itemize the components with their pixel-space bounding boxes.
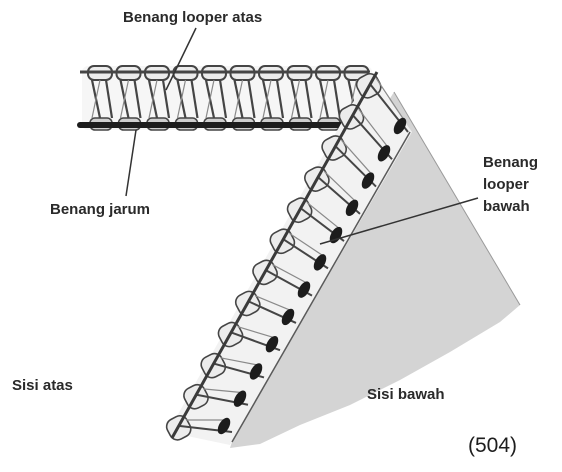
diagonal-stitch-band <box>165 71 412 445</box>
leader-lower-looper <box>319 197 479 245</box>
looper-thread-segment <box>218 79 228 119</box>
label-lower-looper-line2: looper <box>483 176 529 193</box>
lower-looper-mark <box>361 172 375 189</box>
lower-looper-mark <box>297 281 311 298</box>
looper-thread-segment <box>332 79 342 119</box>
looper-thread-segment <box>161 79 171 119</box>
lower-looper-mark <box>265 335 279 353</box>
diagonal-outer-edge <box>231 131 411 443</box>
lower-looper-mark <box>313 254 327 271</box>
looper-thread-segment <box>148 79 158 119</box>
label-lower-looper-line3: bawah <box>483 198 530 215</box>
lower-looper-mark <box>377 145 391 162</box>
looper-thread-segment <box>203 388 245 394</box>
looper-thread-segment <box>304 79 313 119</box>
lower-looper-mark <box>233 390 247 407</box>
bottom-side-fabric <box>230 92 520 448</box>
lower-looper-mark <box>393 117 407 135</box>
horizontal-stitch-band <box>77 65 372 131</box>
looper-thread-segment <box>133 79 142 119</box>
looper-thread-segment <box>275 79 285 119</box>
label-needle-thread: Benang jarum <box>50 201 151 218</box>
diagonal-loop-band <box>168 72 412 445</box>
leader-upper-looper <box>165 27 197 91</box>
leader-needle-thread <box>125 129 137 197</box>
looper-thread-segment <box>237 326 277 339</box>
looper-thread-segment <box>290 79 301 119</box>
lower-looper-mark <box>281 308 295 326</box>
looper-thread-segment <box>289 232 325 257</box>
looper-thread-segment <box>220 357 261 367</box>
looper-thread-segment <box>205 79 215 119</box>
label-lower-looper-line1: Benang <box>483 154 539 171</box>
label-top-side: Sisi atas <box>12 377 73 394</box>
looper-thread-segment <box>341 139 373 175</box>
label-upper-looper-thread: Benang looper atas <box>123 9 263 26</box>
lower-looper-mark <box>249 363 263 380</box>
looper-thread-segment <box>233 79 244 119</box>
looper-thread-segment <box>254 295 293 312</box>
looper-thread-segment <box>119 79 130 119</box>
looper-thread-segment <box>176 79 187 119</box>
looper-thread-segment <box>104 79 114 119</box>
looper-thread-segment <box>358 108 389 148</box>
looper-thread-segment <box>272 264 309 285</box>
figure-number: (504) <box>468 434 518 457</box>
lower-looper-mark <box>217 417 231 435</box>
looper-thread-segment <box>190 79 199 119</box>
lower-looper-mark <box>345 199 359 217</box>
looper-thread-segment <box>306 201 341 230</box>
looper-thread-segment <box>262 79 272 119</box>
looper-thread-segment <box>323 170 357 203</box>
looper-thread-segment <box>319 79 329 119</box>
diagonal-needle-thread <box>170 71 379 439</box>
fabric-edge <box>393 91 521 306</box>
looper-thread-segment <box>375 77 405 121</box>
label-bottom-side: Sisi bawah <box>367 386 445 403</box>
looper-thread-segment <box>91 79 101 119</box>
looper-thread-segment <box>247 79 256 119</box>
